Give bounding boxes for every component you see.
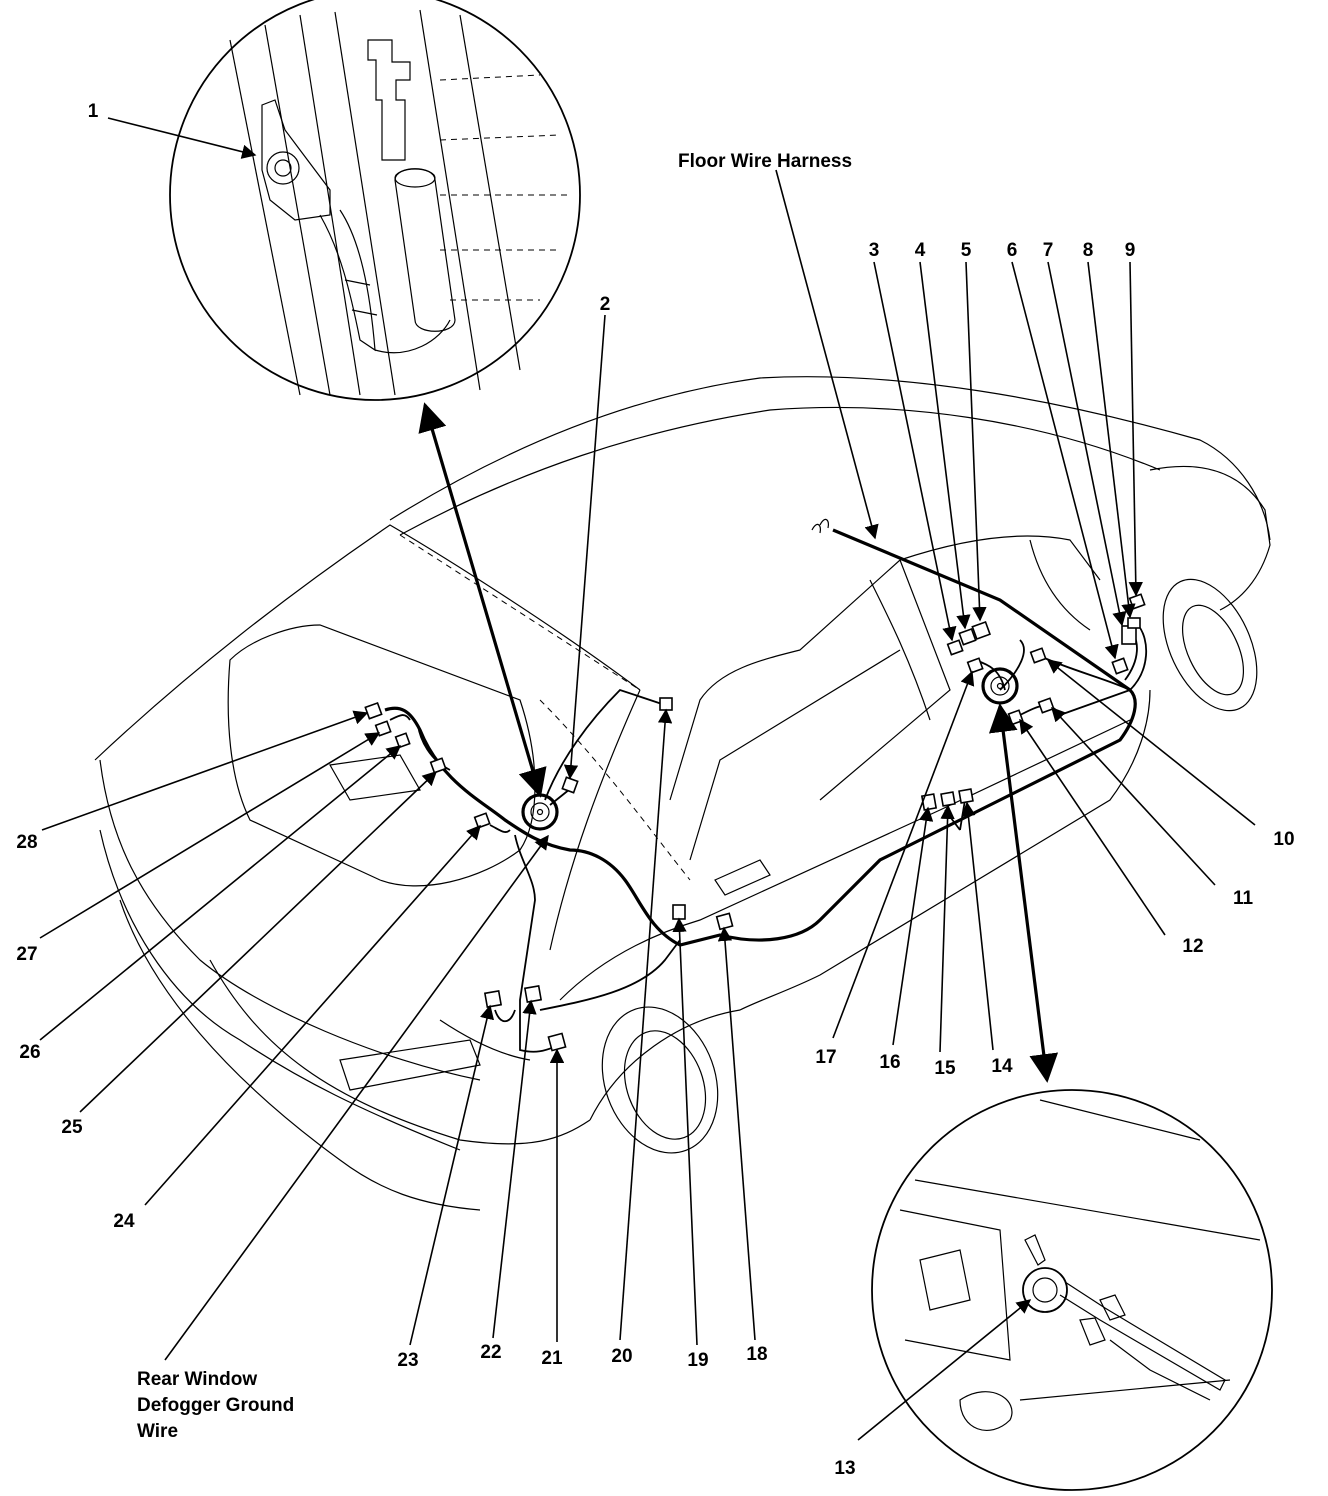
detail-view-top (169, 0, 581, 401)
connector-icon (940, 791, 956, 807)
callout-14: 14 (991, 1056, 1013, 1077)
connector-icon (659, 697, 673, 711)
connector-icon (966, 657, 984, 674)
connector-icon (374, 720, 392, 737)
ground-bolt-icon (981, 667, 1019, 705)
connector-icon (364, 701, 383, 720)
detail-view-bottom (871, 1089, 1273, 1491)
callout-20: 20 (611, 1346, 632, 1367)
callout-16: 16 (879, 1052, 900, 1073)
callout-9: 9 (1125, 240, 1136, 261)
connector-icon (672, 904, 686, 920)
callout-26: 26 (19, 1042, 40, 1063)
floor-wire-harness-label: Floor Wire Harness (678, 151, 852, 172)
connector-icon (473, 812, 491, 829)
connector-icon (715, 912, 734, 931)
callout-22: 22 (480, 1342, 501, 1363)
callout-23: 23 (397, 1350, 418, 1371)
callout-7: 7 (1043, 240, 1054, 261)
callout-24: 24 (113, 1211, 135, 1232)
callout-5: 5 (961, 240, 972, 261)
connector-icon (1037, 697, 1055, 714)
callout-25: 25 (61, 1117, 83, 1138)
rear-window-label-line1: Rear Window (137, 1369, 257, 1390)
callout-6: 6 (1007, 240, 1018, 261)
connector-icon (971, 620, 991, 640)
connector-icon (1111, 657, 1129, 675)
rear-window-label-line3: Wire (137, 1421, 178, 1442)
connector-icon (946, 639, 964, 656)
connector-icon (1128, 593, 1146, 610)
callout-10: 10 (1273, 829, 1294, 850)
callout-2: 2 (600, 294, 611, 315)
connector-icon (561, 776, 579, 794)
connector-icon (547, 1032, 567, 1052)
connector-icon (1029, 647, 1047, 664)
rear-window-label-line2: Defogger Ground (137, 1395, 294, 1416)
callout-27: 27 (16, 944, 37, 965)
ground-bolt-icon (521, 793, 559, 831)
callout-21: 21 (541, 1348, 563, 1369)
callout-3: 3 (869, 240, 880, 261)
callout-17: 17 (815, 1047, 836, 1068)
connector-icon (958, 627, 977, 646)
connector-icon (394, 732, 411, 749)
callout-13: 13 (834, 1458, 855, 1479)
callout-4: 4 (915, 240, 926, 261)
text-labels: Floor Wire Harness Rear Window Defogger … (16, 101, 1294, 1479)
connector-icon (958, 788, 974, 804)
callout-15: 15 (934, 1058, 956, 1079)
callout-8: 8 (1083, 240, 1094, 261)
callout-1: 1 (88, 101, 99, 122)
connector-icon (483, 989, 503, 1009)
callout-19: 19 (687, 1350, 708, 1371)
callout-11: 11 (1233, 888, 1254, 909)
callout-18: 18 (746, 1344, 767, 1365)
callout-28: 28 (16, 832, 37, 853)
connector-icon (1127, 617, 1141, 629)
callout-12: 12 (1182, 936, 1203, 957)
connector-icon (523, 984, 543, 1004)
leader-lines (39, 117, 1256, 1441)
